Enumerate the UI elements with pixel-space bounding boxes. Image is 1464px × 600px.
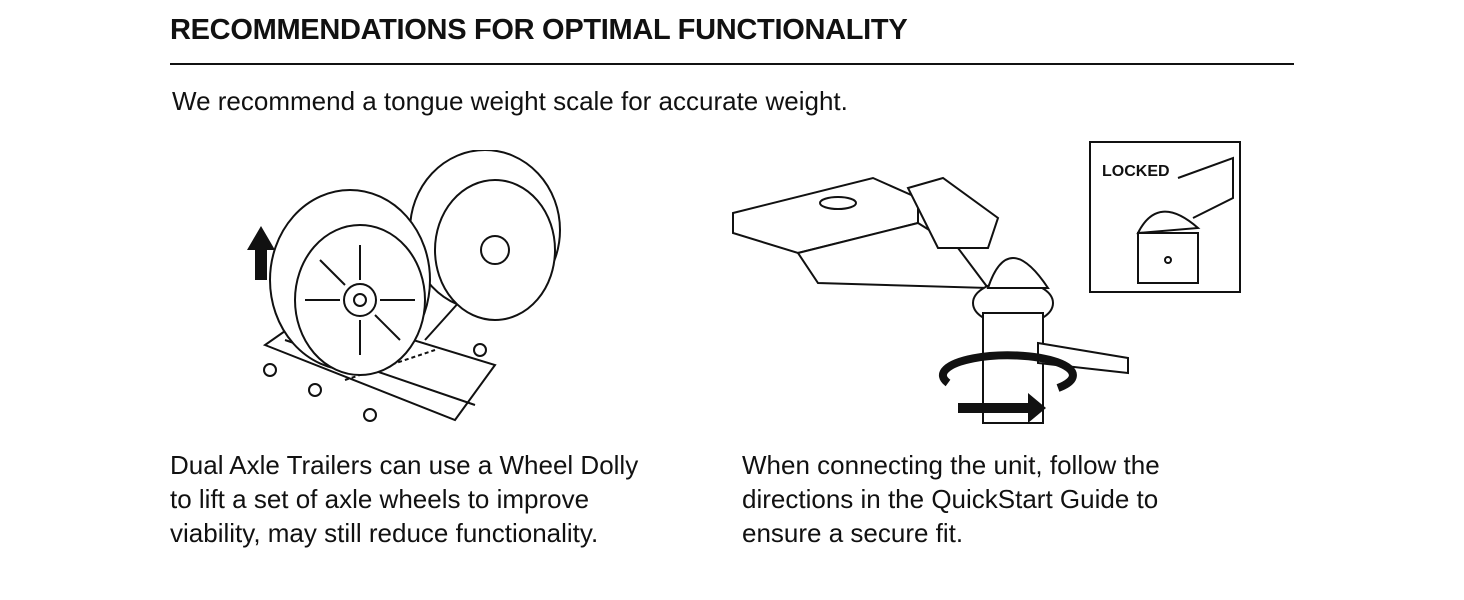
up-arrow-icon (247, 226, 275, 280)
page-title: RECOMMENDATIONS FOR OPTIMAL FUNCTIONALIT… (170, 14, 908, 46)
rotate-arrow-icon (938, 351, 1077, 423)
inset-label: LOCKED (1102, 163, 1170, 180)
caption-line: viability, may still reduce functionalit… (170, 518, 599, 548)
caption-line: to lift a set of axle wheels to improve (170, 484, 590, 514)
caption-line: When connecting the unit, follow the (742, 450, 1160, 480)
dolly-caption: Dual Axle Trailers can use a Wheel Dolly… (170, 448, 710, 550)
intro-text: We recommend a tongue weight scale for a… (172, 86, 848, 116)
wheel-dolly-illustration (247, 150, 561, 422)
front-wheel (269, 189, 431, 376)
coupler-illustration: LOCKED (732, 141, 1241, 424)
caption-line: directions in the QuickStart Guide to (742, 484, 1159, 514)
locked-inset: LOCKED (1089, 141, 1241, 293)
caption-line: ensure a secure fit. (742, 518, 964, 548)
caption-line: Dual Axle Trailers can use a Wheel Dolly (170, 450, 639, 480)
coupler-caption: When connecting the unit, follow the dir… (742, 448, 1282, 550)
rear-wheel (409, 150, 561, 321)
divider (170, 63, 1294, 65)
